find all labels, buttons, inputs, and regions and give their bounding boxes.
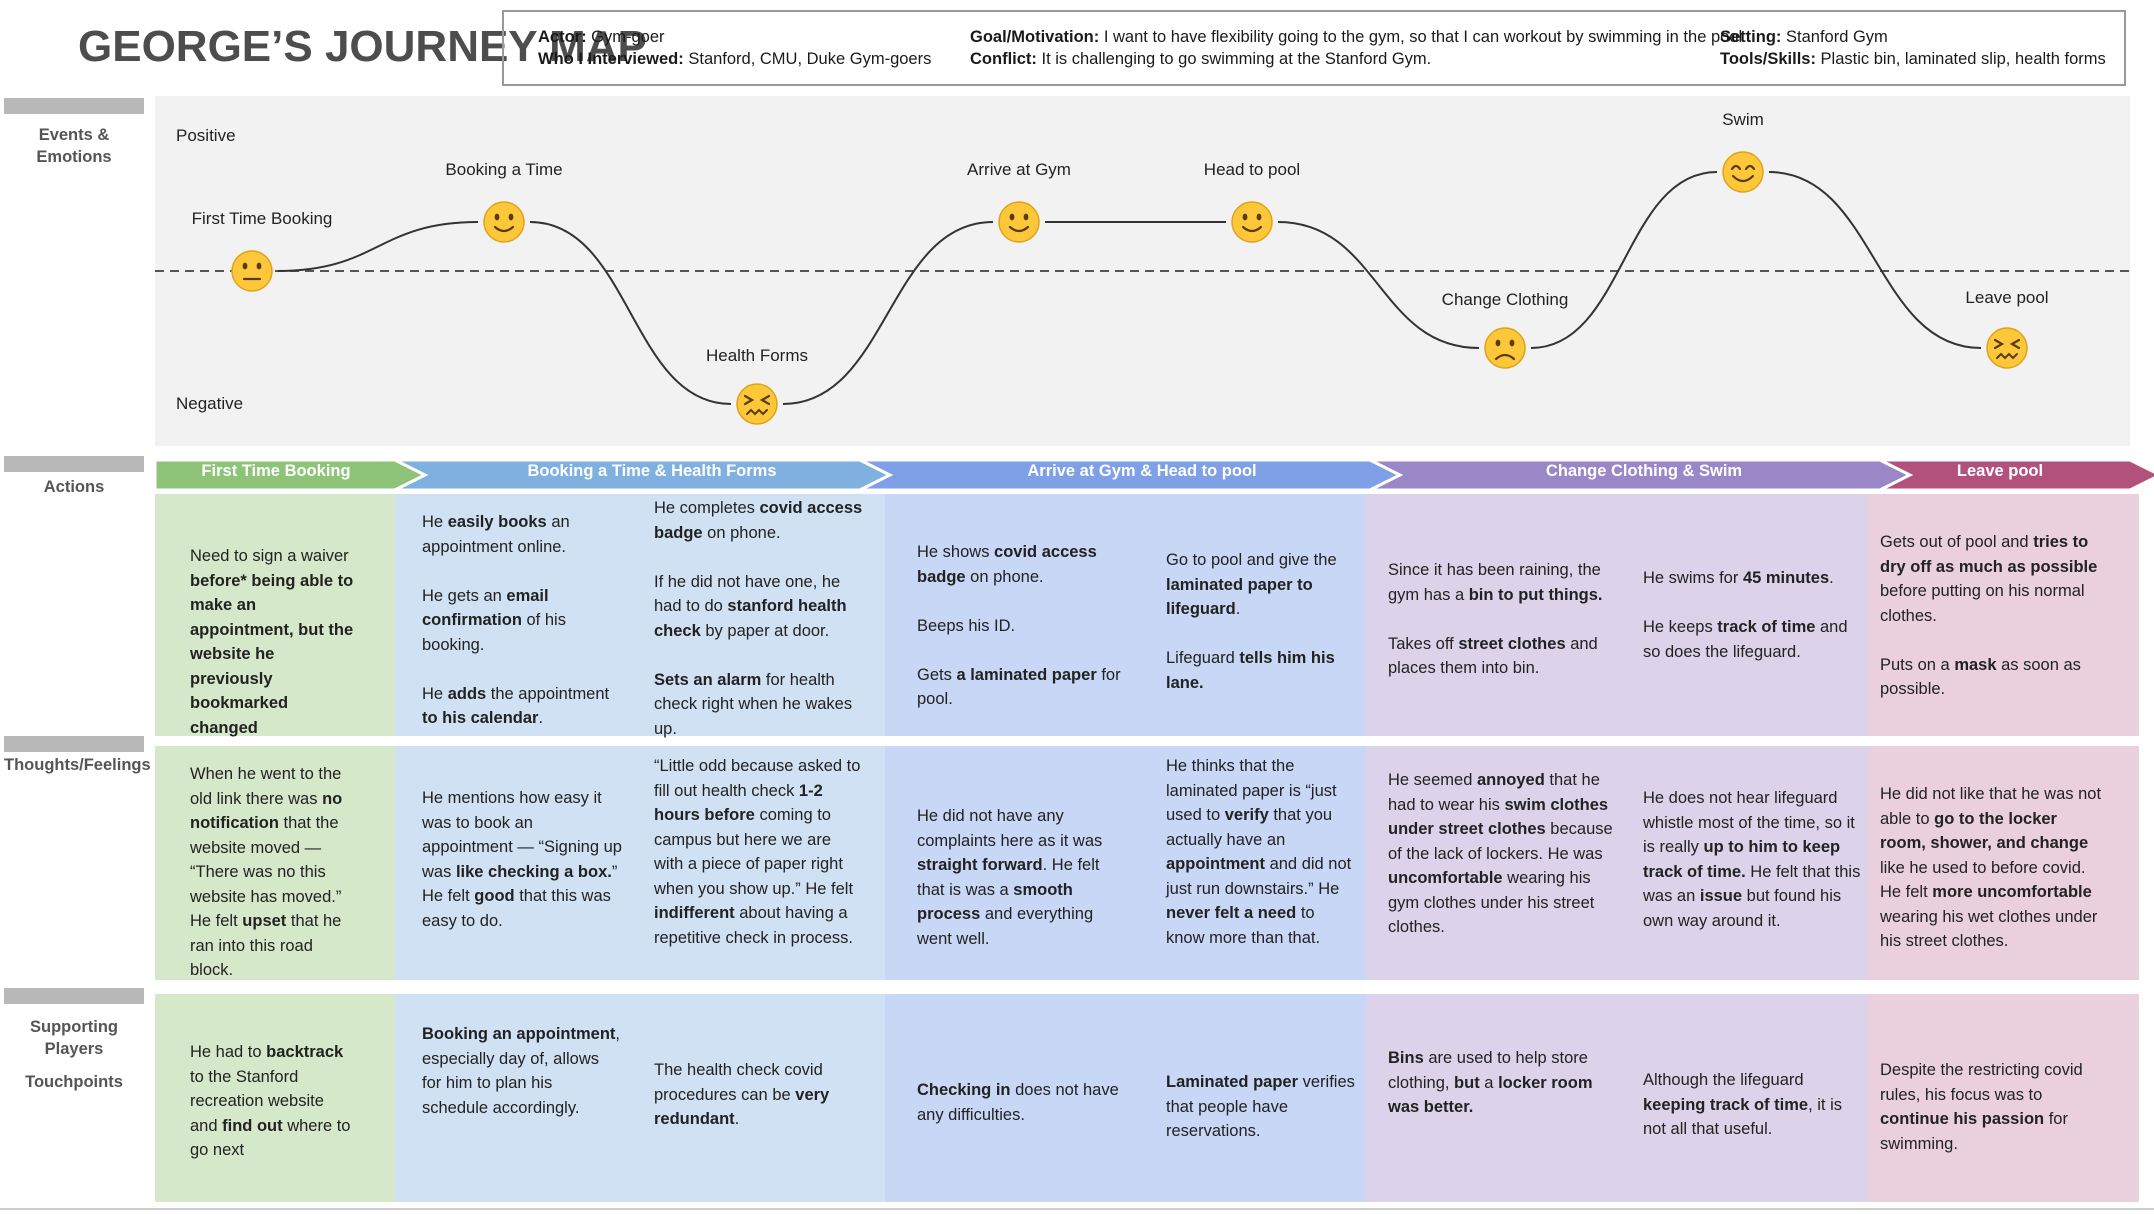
thoughts-text: “Little odd because asked to fill out he… — [654, 757, 861, 947]
support-text: Despite the restricting covid rules, his… — [1880, 1061, 2083, 1153]
phase-label: Arrive at Gym & Head to pool — [1027, 462, 1257, 480]
grid-cell — [395, 994, 885, 1202]
row-marker — [4, 736, 144, 752]
stage-label: Change Clothing — [1441, 290, 1569, 309]
grid-cell — [155, 746, 395, 980]
emotion-curve-segment — [782, 221, 994, 405]
emotion-curve-segment — [1277, 221, 1480, 349]
support-text: The health check covid procedures can be… — [654, 1061, 830, 1128]
positive-label: Positive — [176, 126, 236, 145]
thoughts-text: He did not have any complaints here as i… — [917, 807, 1103, 948]
grid-cell — [1868, 994, 2139, 1202]
slight-smile-icon — [998, 201, 1040, 243]
grid-cell — [885, 746, 1366, 980]
goal-info: Goal/Motivation: I want to have flexibil… — [970, 28, 1752, 46]
negative-label: Negative — [176, 394, 244, 413]
thoughts-text: He does not hear lifeguard whistle most … — [1643, 789, 1861, 930]
row-label-touchpoints: Touchpoints — [25, 1073, 123, 1091]
grid-cell — [1366, 994, 1868, 1202]
grid-cell — [155, 994, 395, 1202]
phase-label: First Time Booking — [201, 462, 351, 480]
actions-text: Since it has been raining, the gym has a… — [1388, 561, 1603, 677]
row-label-actions: Actions — [43, 478, 105, 496]
actions-text: He easily books an appointment online.He… — [422, 513, 610, 727]
row-marker — [4, 98, 144, 114]
stage-label: Booking a Time — [445, 160, 563, 179]
stage-label: Swim — [1722, 110, 1764, 129]
support-text: Booking an appointment, especially day o… — [422, 1025, 621, 1117]
emotion-curve-chart — [155, 151, 2130, 425]
emotion-curve-segment — [277, 221, 479, 272]
stage-label: Leave pool — [1965, 288, 2049, 307]
actor-info: Actor: Gym-goer — [538, 28, 665, 46]
phase-label: Leave pool — [1956, 462, 2044, 480]
confounded-face-icon — [1986, 327, 2028, 369]
confounded-face-icon — [736, 383, 778, 425]
phase-label: Change Clothing & Swim — [1545, 462, 1743, 480]
slight-smile-icon — [483, 201, 525, 243]
grid-cell — [885, 994, 1366, 1202]
support-text: Checking in does not have any difficulti… — [917, 1081, 1119, 1124]
thoughts-text: He thinks that the laminated paper is “j… — [1166, 757, 1352, 947]
emotion-curve-segment — [529, 221, 732, 405]
slight-smile-icon — [1231, 201, 1273, 243]
grid-cell — [885, 494, 1366, 736]
actions-text: Gets out of pool and tries to dry off as… — [1880, 533, 2098, 698]
conflict-info: Conflict: It is challenging to go swimmi… — [970, 50, 1432, 68]
grid-cell — [1868, 494, 2139, 736]
thoughts-text: He mentions how easy it was to book an a… — [422, 789, 622, 930]
frowning-face-icon — [1484, 327, 1526, 369]
row-label-thoughts: Thoughts/Feelings — [4, 756, 151, 774]
actions-text: He shows covid access badge on phone.Bee… — [917, 543, 1121, 708]
actions-text: He swims for 45 minutes.He keeps track o… — [1643, 569, 1848, 661]
tools-info: Tools/Skills: Plastic bin, laminated sli… — [1720, 50, 2106, 68]
grid-cell — [1868, 746, 2139, 980]
bottom-divider — [0, 1208, 2154, 1210]
phase-label: Booking a Time & Health Forms — [527, 462, 777, 480]
interviewed-info: Who I Interviewed: Stanford, CMU, Duke G… — [538, 50, 932, 68]
stage-label: Health Forms — [705, 346, 809, 365]
emotion-curve-segment — [1530, 171, 1718, 349]
grid-cell — [155, 494, 395, 736]
neutral-face-icon — [231, 250, 273, 292]
phase-banner — [1879, 458, 2154, 492]
page-title: GEORGE’S JOURNEY MAP — [78, 22, 647, 71]
thoughts-text: He seemed annoyed that he had to wear hi… — [1388, 771, 1613, 936]
stage-label: Arrive at Gym — [967, 160, 1071, 179]
support-text: Laminated paper verifies that people hav… — [1166, 1073, 1355, 1140]
row-marker — [4, 456, 144, 472]
stage-label: Head to pool — [1203, 160, 1301, 179]
row-marker — [4, 988, 144, 1004]
emotion-panel — [155, 96, 2130, 446]
row-label-events: Events & Emotions — [36, 126, 112, 166]
phase-banners — [153, 458, 2154, 492]
support-text: Bins are used to help store clothing, bu… — [1388, 1049, 1593, 1116]
grid-cell — [1366, 494, 1868, 736]
actions-text: Go to pool and give the laminated paper … — [1166, 551, 1337, 692]
grid-cell — [1366, 746, 1868, 980]
emotion-curve-segment — [1768, 171, 1982, 349]
grid-cell — [395, 746, 885, 980]
actions-text: Need to sign a waiver before* being able… — [190, 547, 354, 737]
actions-text: He completes covid access badge on phone… — [654, 499, 863, 738]
smiling-face-icon — [1722, 151, 1764, 193]
thoughts-text: He did not like that he was not able to … — [1880, 785, 2102, 950]
row-label-supporting: Supporting Players — [30, 1018, 118, 1058]
thoughts-text: When he went to the old link there was n… — [190, 765, 343, 979]
support-text: He had to backtrack to the Stanford recr… — [190, 1043, 351, 1159]
info-box: Actor: Gym-goer Who I Interviewed: Stanf… — [502, 10, 2126, 86]
stage-label: First Time Booking — [191, 209, 333, 228]
setting-info: Setting: Stanford Gym — [1720, 28, 1888, 46]
grid-cell — [395, 494, 885, 736]
support-text: Although the lifeguard keeping track of … — [1643, 1071, 1842, 1138]
